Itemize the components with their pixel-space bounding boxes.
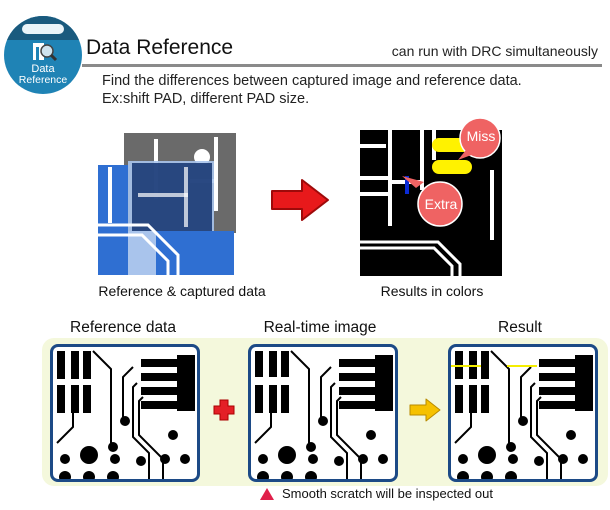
missing-pad-2 bbox=[432, 160, 472, 174]
data-reference-badge: Data Reference bbox=[4, 16, 82, 94]
right-arrow-icon bbox=[271, 179, 329, 221]
reference-data-label: Reference data bbox=[70, 319, 176, 336]
extra-trace bbox=[405, 176, 409, 194]
description-line-2: Ex:shift PAD, different PAD size. bbox=[102, 91, 310, 107]
miss-bubble bbox=[458, 117, 501, 160]
miss-label: Miss bbox=[466, 128, 496, 144]
real-time-image-label: Real-time image bbox=[263, 319, 377, 336]
reference-captured-caption: Reference & captured data bbox=[98, 283, 266, 299]
extra-label: Extra bbox=[424, 196, 458, 212]
extra-bubble bbox=[402, 176, 463, 227]
warning-triangle-icon bbox=[260, 487, 274, 500]
badge-label-line1: Data bbox=[31, 63, 55, 75]
scratch-note: Smooth scratch will be inspected out bbox=[260, 486, 493, 501]
scratch-mark-2 bbox=[507, 365, 537, 367]
result-label: Result bbox=[498, 319, 542, 336]
pcb-pattern bbox=[56, 350, 195, 479]
pcb-pattern bbox=[451, 350, 593, 479]
result-image bbox=[448, 344, 598, 482]
plus-icon bbox=[213, 399, 235, 421]
magnifier-icon bbox=[33, 43, 58, 62]
page-title: Data Reference bbox=[86, 36, 234, 59]
badge-tab bbox=[22, 24, 64, 34]
reference-data-image bbox=[50, 344, 200, 482]
scratch-note-text: Smooth scratch will be inspected out bbox=[282, 486, 493, 501]
header-divider bbox=[82, 64, 602, 67]
pcb-pattern bbox=[251, 350, 393, 479]
description-line-1: Find the differences between captured im… bbox=[102, 73, 522, 89]
page-subtitle: can run with DRC simultaneously bbox=[391, 43, 598, 59]
results-caption: Results in colors bbox=[380, 283, 484, 299]
reference-data-layer bbox=[98, 161, 234, 275]
scratch-mark-1 bbox=[451, 365, 481, 367]
reference-captured-overlay-image bbox=[98, 133, 236, 275]
badge-label-line2: Reference bbox=[18, 74, 68, 86]
description: Find the differences between captured im… bbox=[102, 72, 522, 108]
yellow-arrow-icon bbox=[409, 398, 441, 422]
real-time-image bbox=[248, 344, 398, 482]
